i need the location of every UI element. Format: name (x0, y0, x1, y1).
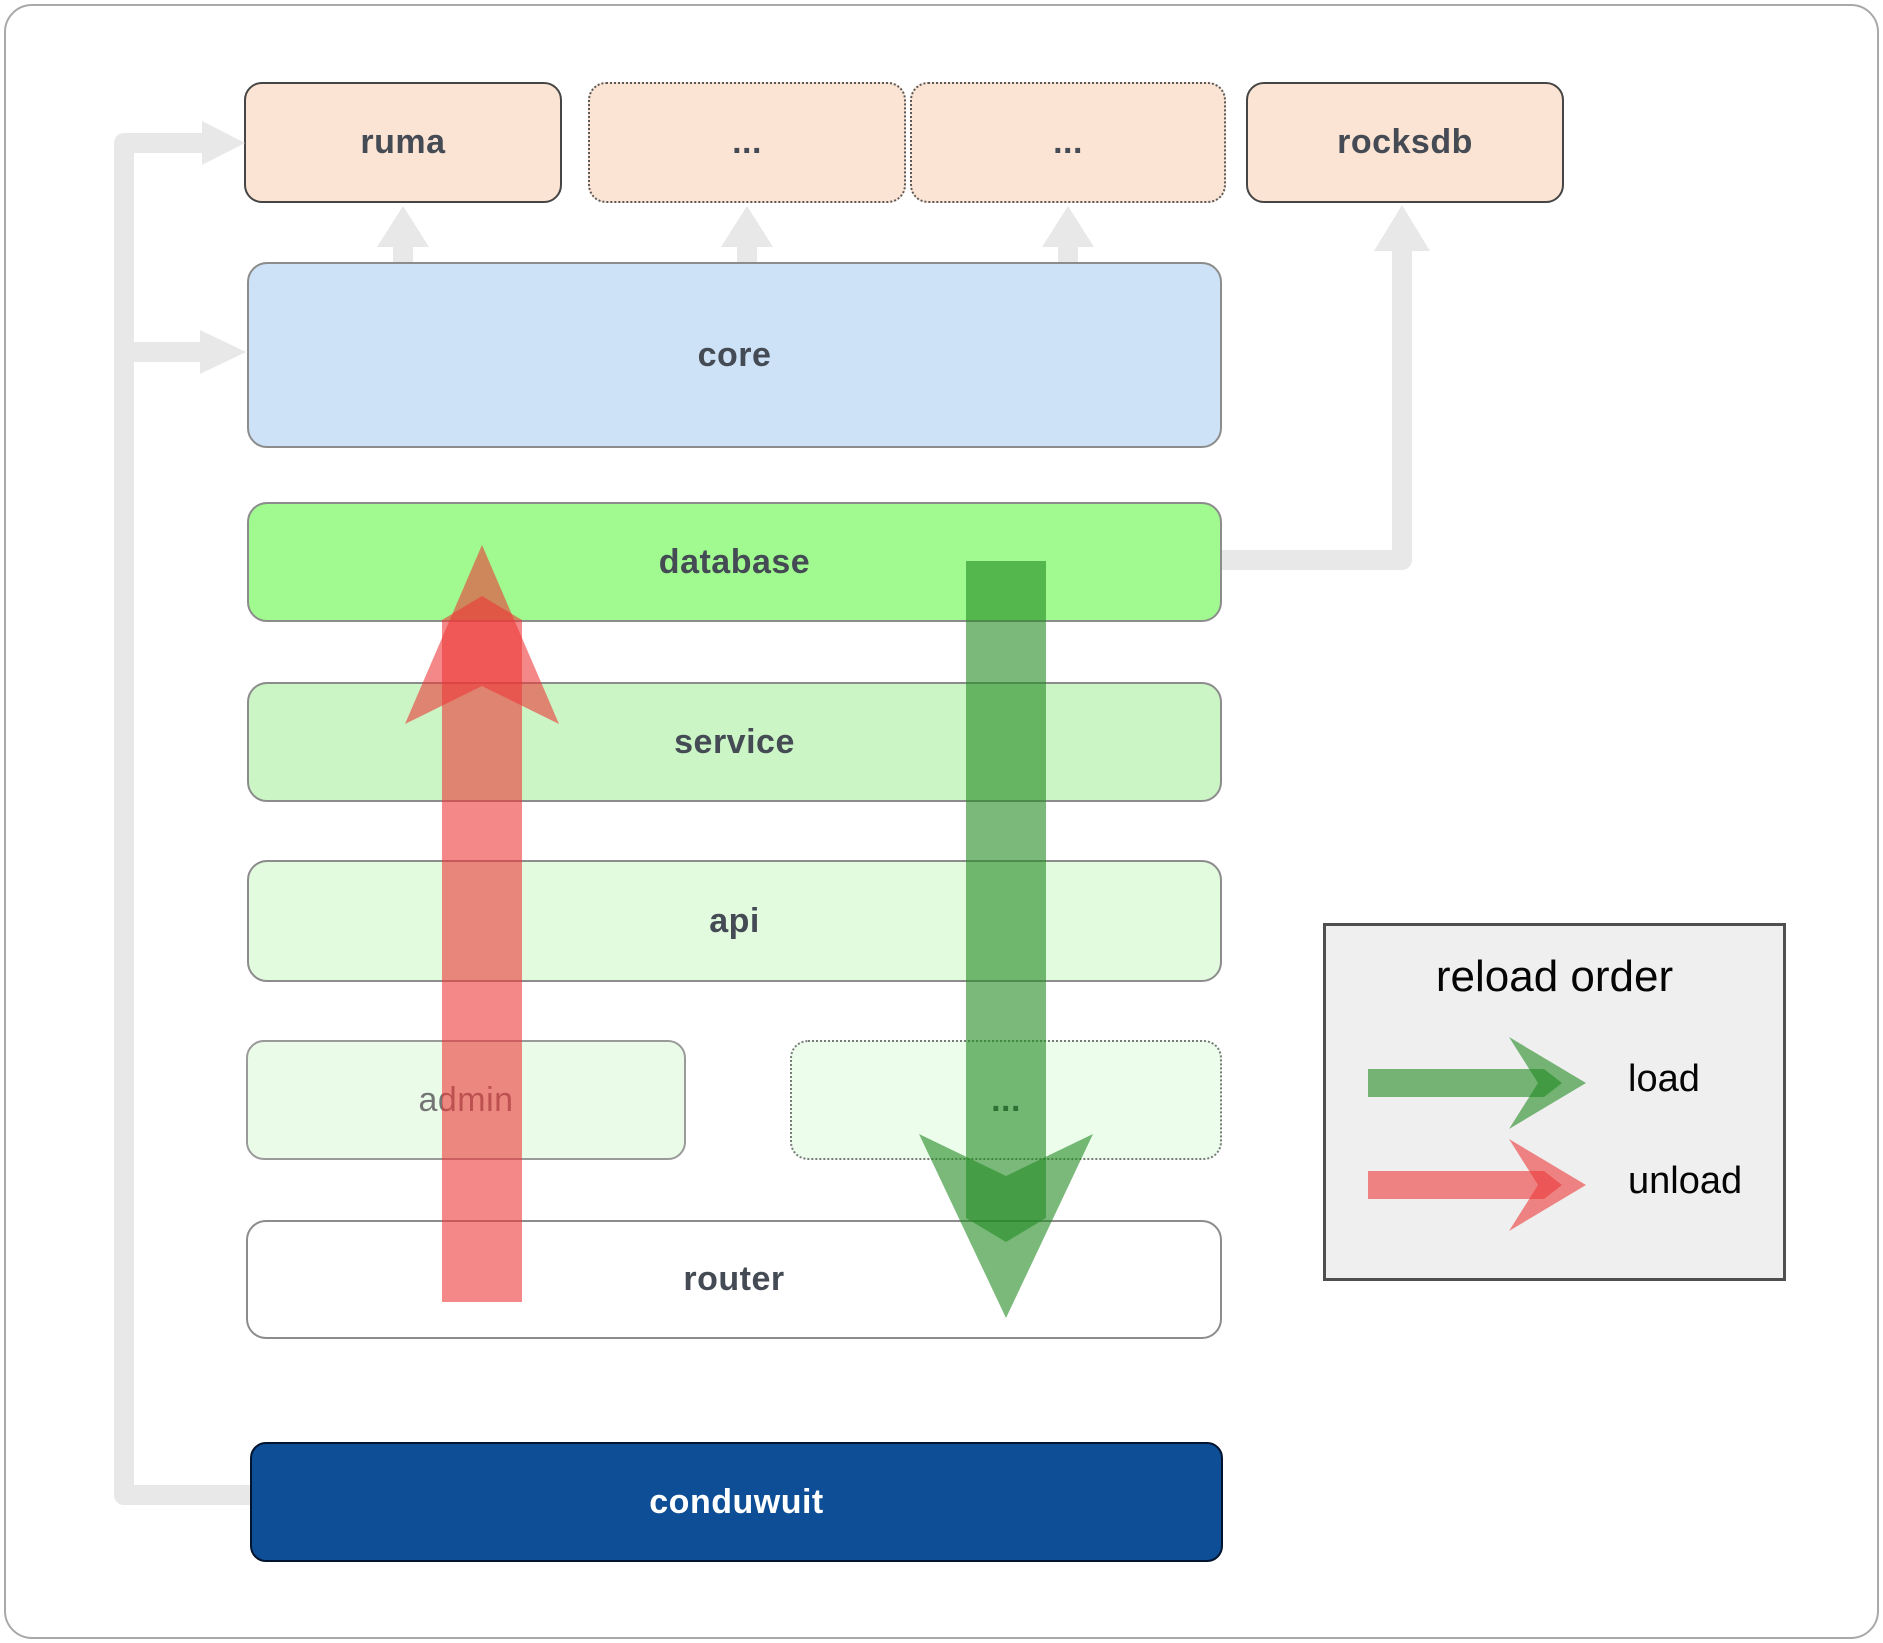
legend-unload-label: unload (1628, 1160, 1743, 1202)
legend-load-label: load (1628, 1058, 1700, 1100)
node-ellipsis-1-label: ... (732, 123, 762, 161)
node-ellipsis-1: ... (588, 82, 906, 203)
node-router: router (246, 1220, 1222, 1339)
node-core: core (247, 262, 1222, 448)
legend-unload-arrow-icon (1368, 1139, 1586, 1231)
node-service: service (247, 682, 1222, 802)
node-api: api (247, 860, 1222, 982)
legend-arrows (1368, 1037, 1586, 1231)
node-admin: admin (246, 1040, 686, 1160)
node-ellipsis-3-label: ... (991, 1080, 1021, 1119)
node-ellipsis-2: ... (910, 82, 1226, 203)
node-admin-label: admin (418, 1080, 514, 1119)
node-core-label: core (697, 335, 772, 374)
node-database: database (247, 502, 1222, 622)
node-rocksdb: rocksdb (1246, 82, 1564, 203)
node-ruma-label: ruma (360, 123, 446, 161)
outer-frame (4, 4, 1879, 1639)
node-database-label: database (658, 542, 811, 581)
node-api-label: api (709, 901, 760, 940)
node-conduwuit: conduwuit (250, 1442, 1223, 1562)
node-ellipsis-3: ... (790, 1040, 1222, 1160)
node-service-label: service (674, 722, 795, 761)
node-ruma: ruma (244, 82, 562, 203)
node-conduwuit-label: conduwuit (649, 1482, 824, 1521)
node-ellipsis-2-label: ... (1053, 123, 1083, 161)
legend-title: reload order (1435, 952, 1674, 1001)
legend-load-arrow-icon (1368, 1037, 1586, 1129)
node-rocksdb-label: rocksdb (1337, 123, 1473, 161)
node-router-label: router (683, 1260, 785, 1298)
legend: reload order load unload (1323, 923, 1786, 1281)
